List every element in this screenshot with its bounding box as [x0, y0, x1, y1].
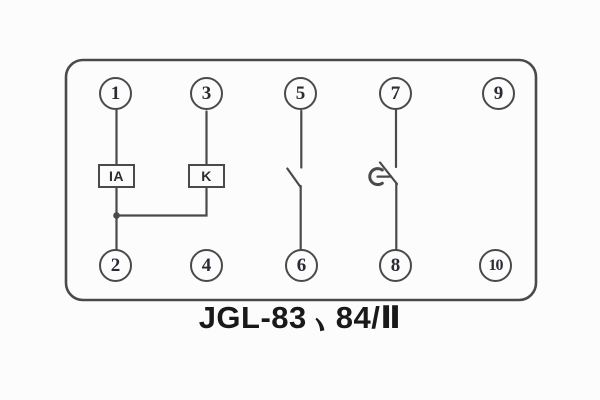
terminal-7: 7 — [379, 77, 412, 110]
terminal-10: 10 — [479, 249, 512, 282]
terminal-2: 2 — [99, 249, 132, 282]
model-caption: JGL-83 84/Ⅱ — [0, 300, 600, 335]
contact-7-8-blade — [378, 161, 399, 186]
coil-box-ia: IA — [98, 164, 135, 188]
contact-5-6-blade — [286, 167, 302, 189]
terminal-3: 3 — [190, 77, 223, 110]
ideographic-comma-icon — [315, 317, 326, 332]
model-caption-part1: JGL-83 — [198, 300, 307, 335]
coil-box-k: K — [188, 164, 225, 188]
relay-case-outline — [64, 58, 538, 302]
terminal-4: 4 — [190, 249, 223, 282]
wire-coil-k-to-junction — [117, 187, 208, 217]
terminal-5: 5 — [284, 77, 317, 110]
terminal-9: 9 — [482, 77, 515, 110]
contact-7-8-latch-arc-icon — [368, 167, 384, 187]
terminal-6: 6 — [285, 249, 318, 282]
terminal-1: 1 — [99, 77, 132, 110]
junction-dot — [113, 212, 120, 219]
model-caption-part2: 84/Ⅱ — [335, 300, 402, 335]
terminal-8: 8 — [379, 249, 412, 282]
